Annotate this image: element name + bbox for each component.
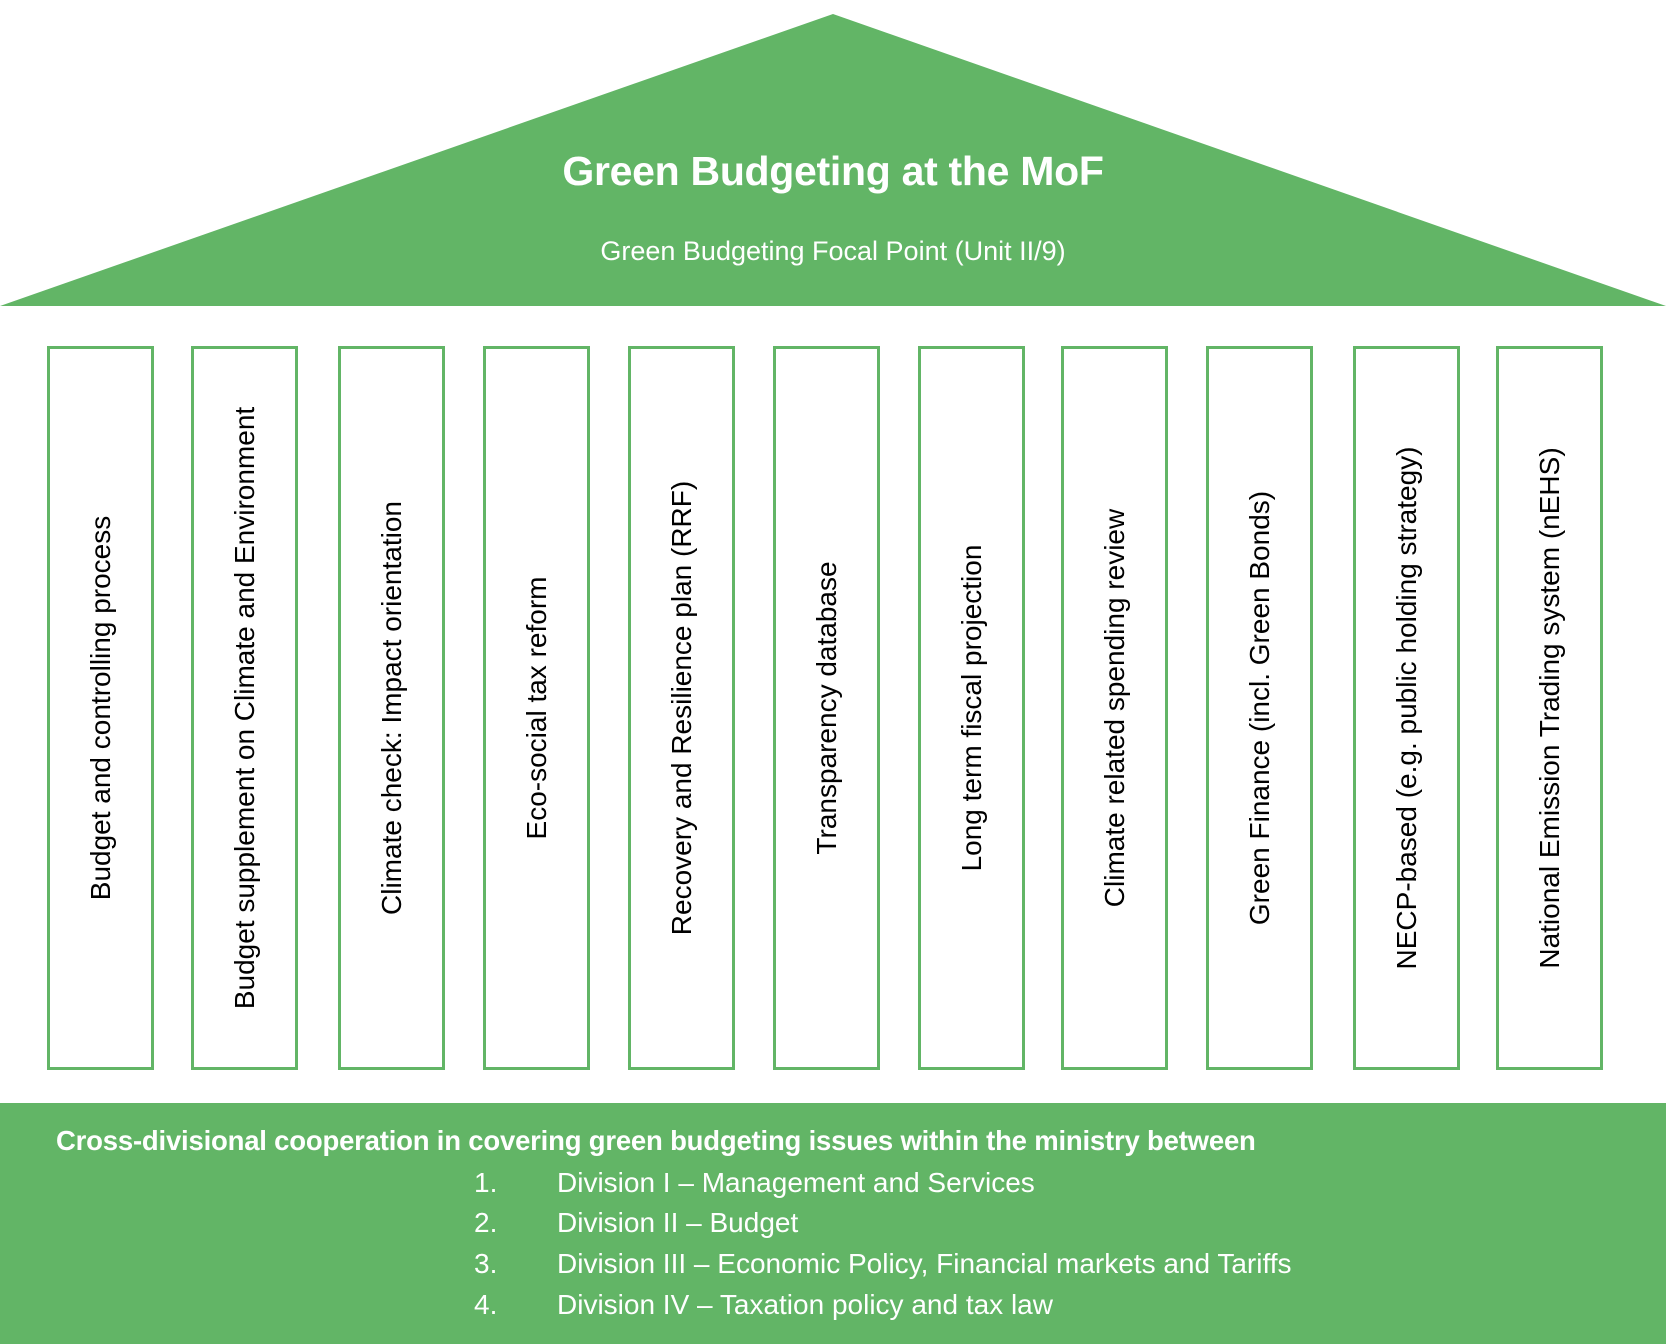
roof-subtitle: Green Budgeting Focal Point (Unit II/9) [600, 236, 1066, 266]
pillar-label: Transparency database [810, 561, 842, 855]
pillar-label: Eco-social tax reform [520, 576, 552, 840]
pillar-eco-social-tax: Eco-social tax reform [483, 346, 590, 1070]
pillar-label: Climate check: Impact orientation [375, 501, 407, 915]
pillar-label: Long term fiscal projection [955, 544, 987, 872]
pillar-label: Green Finance (incl. Green Bonds) [1243, 490, 1275, 926]
pillar-label: NECP-based (e.g. public holding strategy… [1390, 446, 1422, 970]
pillar-transparency-database: Transparency database [773, 346, 880, 1070]
pillar-green-finance: Green Finance (incl. Green Bonds) [1206, 346, 1313, 1070]
pillar-label: National Emission Trading system (nEHS) [1533, 447, 1565, 969]
division-text: Division III – Economic Policy, Financia… [557, 1248, 1292, 1279]
pillar-long-term-projection: Long term fiscal projection [918, 346, 1025, 1070]
roof-title: Green Budgeting at the MoF [562, 148, 1104, 194]
pillar-budget-supplement: Budget supplement on Climate and Environ… [191, 346, 298, 1070]
division-number: 4. [474, 1289, 498, 1320]
pillar-budget-controlling: Budget and controlling process [47, 346, 154, 1070]
pillar-spending-review: Climate related spending review [1061, 346, 1168, 1070]
division-number: 1. [474, 1167, 498, 1198]
pillar-label: Recovery and Resilience plan (RRF) [665, 480, 697, 936]
base-foundation: Cross-divisional cooperation in covering… [0, 1103, 1666, 1344]
pillar-label: Budget and controlling process [84, 515, 116, 901]
pillar-necp-based: NECP-based (e.g. public holding strategy… [1353, 346, 1460, 1070]
division-text: Division I – Management and Services [557, 1167, 1035, 1198]
pillar-label: Climate related spending review [1098, 508, 1130, 908]
pillar-recovery-resilience: Recovery and Resilience plan (RRF) [628, 346, 735, 1070]
base-heading: Cross-divisional cooperation in covering… [56, 1125, 1256, 1156]
pillar-emission-trading: National Emission Trading system (nEHS) [1496, 346, 1603, 1070]
pillar-label: Budget supplement on Climate and Environ… [228, 406, 260, 1010]
division-number: 3. [474, 1248, 498, 1279]
division-text: Division IV – Taxation policy and tax la… [557, 1289, 1053, 1320]
division-number: 2. [474, 1207, 498, 1238]
roof-triangle [0, 14, 1666, 306]
division-text: Division II – Budget [557, 1207, 799, 1238]
pillar-climate-check: Climate check: Impact orientation [338, 346, 445, 1070]
